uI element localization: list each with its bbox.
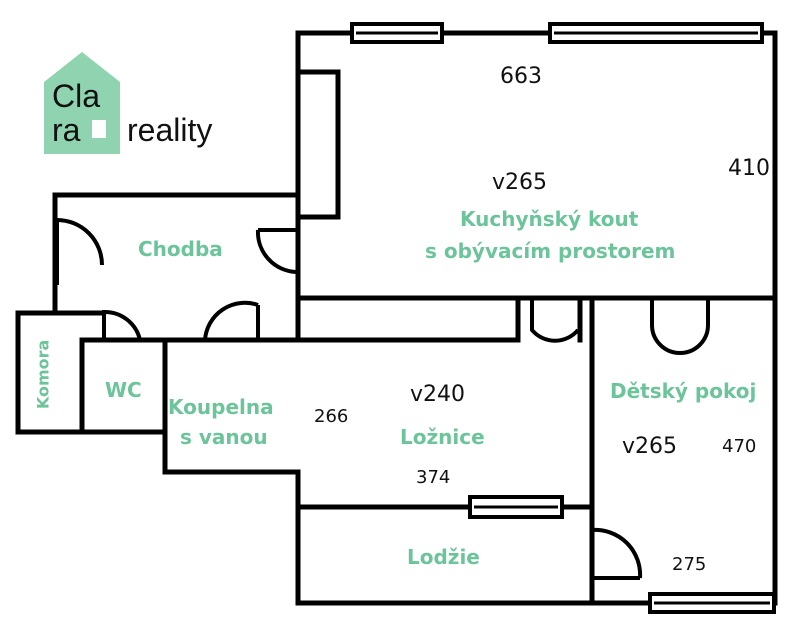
dim-loznice-height: v240	[410, 382, 466, 407]
door-wc	[102, 309, 142, 341]
label-wc: WC	[105, 378, 142, 402]
logo: Cla ra reality	[44, 52, 234, 156]
wall-kitchen-niche	[295, 69, 341, 220]
label-loznice: Ložnice	[400, 425, 485, 449]
dim-loznice-width: 374	[416, 467, 451, 488]
door-corridor-left	[55, 218, 104, 285]
dim-kitchen-depth: 410	[728, 156, 770, 181]
logo-house-icon	[44, 52, 120, 154]
label-koupelna-line2: s vanou	[180, 425, 268, 449]
dim-detsky-height: v265	[622, 434, 678, 459]
logo-text-reality: reality	[127, 112, 213, 148]
logo-text-ra: ra	[52, 112, 81, 148]
dim-detsky-depth: 470	[722, 436, 757, 457]
label-kitchen-line2: s obývacím prostorem	[425, 239, 676, 263]
label-kitchen-line1: Kuchyňský kout	[460, 207, 639, 231]
label-chodba: Chodba	[138, 237, 223, 261]
door-koupelna	[203, 300, 260, 341]
door-corridor-right	[255, 228, 297, 274]
door-lodzie	[591, 527, 643, 580]
dim-loznice-side: 266	[314, 406, 349, 427]
label-lodzie: Lodžie	[407, 545, 480, 569]
door-detsky	[650, 300, 710, 355]
label-komora: Komora	[33, 339, 53, 410]
dim-detsky-width: 275	[672, 554, 707, 575]
logo-text-cla: Cla	[52, 78, 101, 114]
label-detsky: Dětský pokoj	[610, 379, 757, 403]
dim-kitchen-width: 663	[500, 64, 542, 89]
dim-kitchen-height: v265	[492, 170, 548, 195]
label-koupelna-line1: Koupelna	[168, 395, 274, 419]
door-loznice	[530, 300, 580, 343]
